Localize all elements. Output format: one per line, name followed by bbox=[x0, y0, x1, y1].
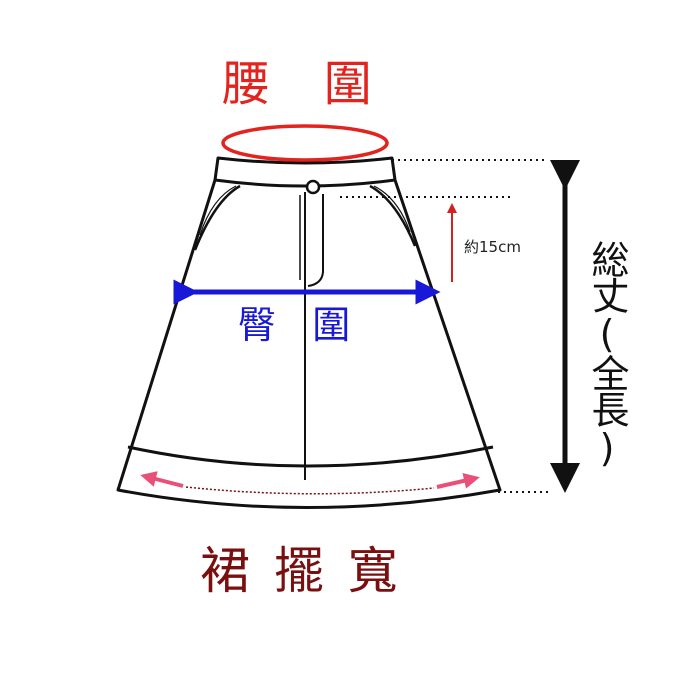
hem-arrow-left bbox=[140, 471, 184, 488]
hip-label: 臀 圍 bbox=[238, 303, 351, 347]
guide-lines bbox=[340, 159, 548, 493]
hem-dashed-line bbox=[185, 486, 435, 495]
rise-note-label: 約15cm bbox=[464, 238, 521, 256]
total-length-label: 総丈(全長) bbox=[585, 240, 629, 468]
hem-arrow-right bbox=[436, 472, 480, 489]
waist-label: 腰 圍 bbox=[222, 56, 374, 112]
button-icon bbox=[305, 179, 321, 195]
hem-width-label: 裙 擺 寬 bbox=[200, 542, 402, 600]
waist-ellipse bbox=[221, 124, 389, 162]
